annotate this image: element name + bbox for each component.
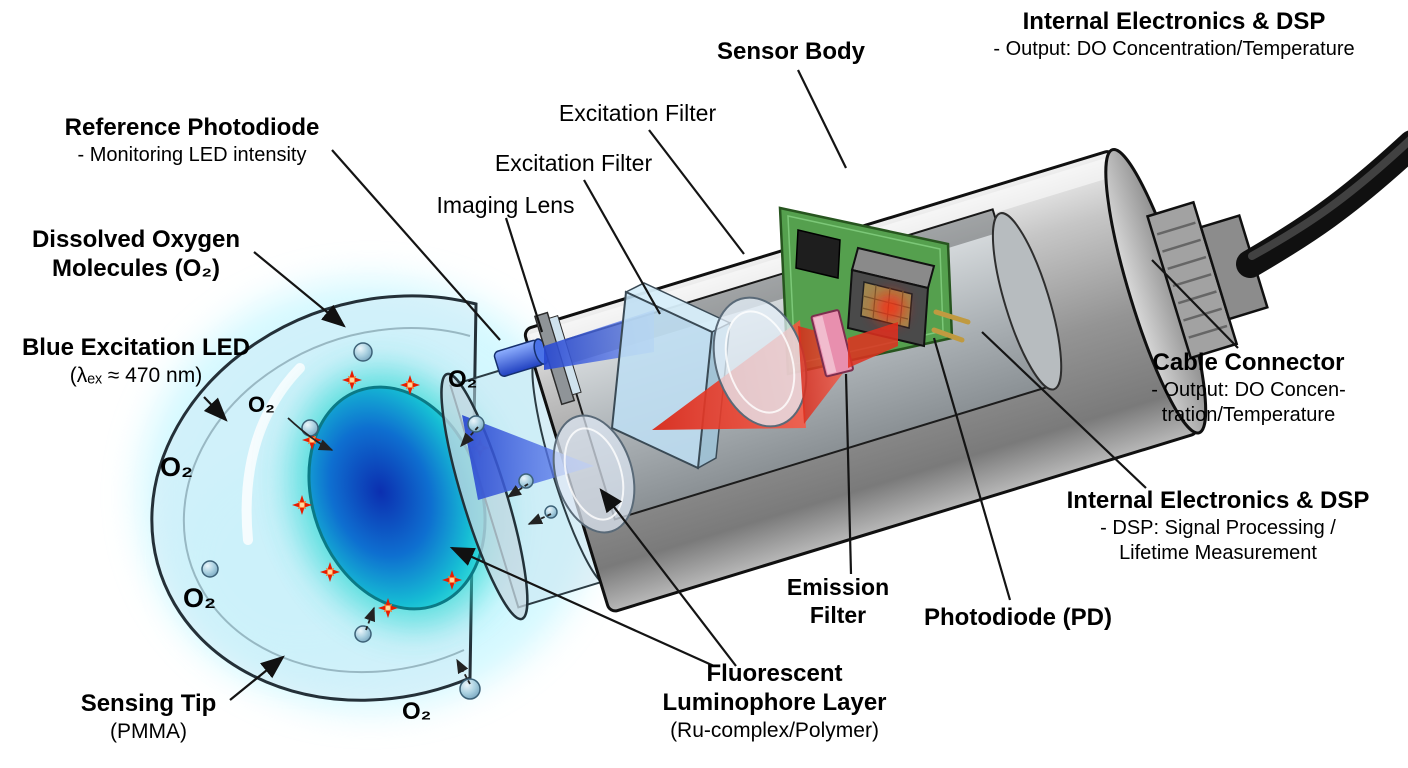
o2-label: O₂ <box>448 366 478 393</box>
leader-emission-filter <box>844 373 853 575</box>
label-dissolved-oxygen: Dissolved Oxygen Molecules (O₂) <box>31 226 241 282</box>
o2-label: O₂ <box>183 583 216 613</box>
label-internal-electronics-top: Internal Electronics & DSP - Output: DO … <box>946 8 1402 62</box>
leader-lines <box>203 69 1239 701</box>
label-excitation-filter-lower: Excitation Filter <box>494 150 653 176</box>
o2-label: O₂ <box>160 452 193 482</box>
ic-chip <box>795 229 841 279</box>
o2-label: O₂ <box>402 698 432 725</box>
emission-beam-to-pd <box>848 322 898 368</box>
excitation-beam-cone <box>462 415 594 500</box>
pd-red-spot <box>876 294 904 322</box>
label-emission-filter: Emission Filter <box>786 574 890 628</box>
leader-dissolved-oxygen <box>253 251 346 328</box>
label-subtitle: - Output: DO Concentration/Temperature <box>993 37 1355 60</box>
gold-pins <box>931 309 971 343</box>
o2-label: O₂ <box>248 392 275 417</box>
leader-cable-connector <box>1151 259 1239 349</box>
connector-ridges <box>1156 221 1228 339</box>
label-reference-photodiode: Reference Photodiode - Monitoring LED in… <box>64 114 320 166</box>
dome-highlight <box>241 363 305 545</box>
leader-sensing-tip <box>229 655 285 701</box>
label-sensor-body: Sensor Body <box>716 38 866 65</box>
diffusion-arrows <box>287 417 552 685</box>
sensing-tip-inner-wall <box>182 327 471 674</box>
label-imaging-lens: Imaging Lens <box>436 192 575 218</box>
o2-molecules <box>201 342 558 700</box>
cable <box>1236 130 1408 278</box>
leader-blue-led <box>203 396 228 422</box>
label-cable-connector: Cable Connector - Output: DO Concen- tra… <box>1151 349 1346 426</box>
label-internal-electronics-right: Internal Electronics & DSP - DSP: Signal… <box>1066 487 1370 564</box>
leader-photodiode <box>932 337 1012 601</box>
label-photodiode: Photodiode (PD) <box>924 604 1112 631</box>
leader-excitation-filter-lower <box>583 179 661 315</box>
label-title: Internal Electronics & DSP <box>1022 8 1326 35</box>
leader-sensor-body <box>797 69 847 169</box>
leader-internal-electronics <box>981 331 1147 489</box>
label-blue-excitation-led: Blue Excitation LED (λₑₓ ≈ 470 nm) <box>21 334 251 387</box>
inner-end-cap <box>991 212 1063 391</box>
label-fluorescent-luminophore: Fluorescent Luminophore Layer (Ru-comple… <box>662 660 887 742</box>
leader-fluorescent-2 <box>599 488 737 667</box>
emission-filter-element <box>810 309 854 378</box>
leader-imaging-lens <box>504 217 544 333</box>
label-sensing-tip: Sensing Tip (PMMA) <box>80 690 217 743</box>
leader-excitation-filter-upper <box>648 129 745 255</box>
leader-reference-photodiode <box>331 149 501 341</box>
leader-fluorescent-1 <box>449 546 715 668</box>
label-excitation-filter-upper: Excitation Filter <box>558 100 717 126</box>
